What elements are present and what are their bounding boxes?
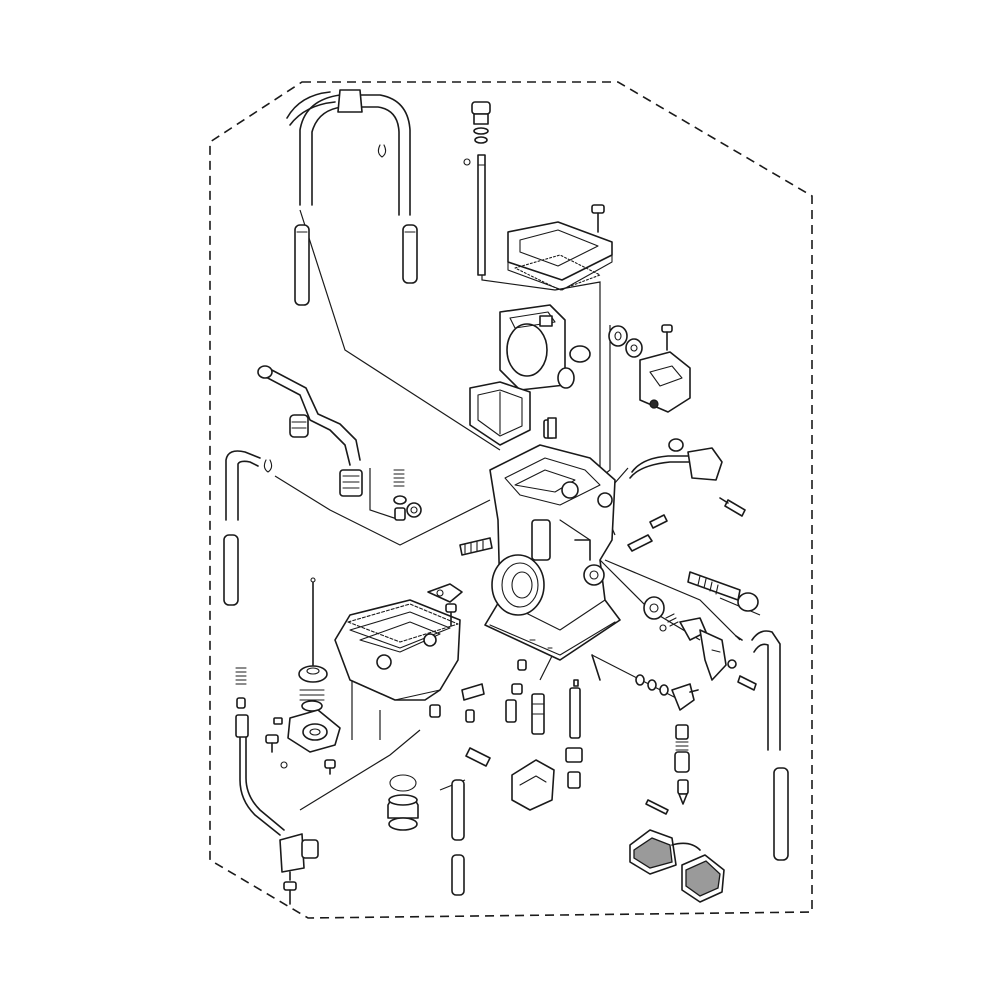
plate-screw <box>445 603 457 627</box>
throttle-roller <box>557 345 591 389</box>
hot-start-cable <box>629 455 691 479</box>
breather-hose-right <box>751 630 789 861</box>
top-cap-bolt <box>471 101 491 144</box>
drain-hose-center <box>451 779 465 896</box>
drain-fitting <box>671 683 699 711</box>
jet-needle <box>310 577 316 666</box>
needle-jet <box>505 659 527 723</box>
washer-pair-right <box>608 325 643 358</box>
vent-hose-segment-left <box>294 224 310 306</box>
body-screws-right <box>574 514 668 561</box>
vent-hose-loop-top <box>286 89 411 216</box>
idle-screw <box>459 537 493 556</box>
throttle-stop-screw <box>547 417 557 439</box>
spring-set-left <box>393 469 407 521</box>
pump-diaphragm <box>287 709 341 753</box>
main-jet <box>461 683 491 767</box>
cable-bolt <box>719 497 746 517</box>
float-bowl-gasket <box>347 603 459 643</box>
needle-retainer <box>298 665 328 683</box>
pump-spring <box>235 667 247 709</box>
top-cover-screw <box>591 204 605 233</box>
drain-plug-o-ring <box>389 774 417 792</box>
pulley-bracket <box>639 351 691 413</box>
pump-cover-screws <box>265 717 336 775</box>
rubber-boot-right <box>671 842 725 903</box>
carburetor-body <box>484 444 621 661</box>
dashed-boundary <box>209 81 813 919</box>
needle-valve <box>674 724 690 773</box>
hose-clip-left <box>263 459 273 473</box>
float-spring <box>299 689 325 712</box>
needle-valve-seat <box>677 779 689 805</box>
fuel-inlet-elbow <box>257 365 361 466</box>
overflow-hose-left <box>223 450 261 606</box>
top-cover-gasket <box>514 254 601 291</box>
top-cover <box>507 221 613 291</box>
fuel-inlet-filter <box>339 469 363 497</box>
throttle-valve-plate <box>499 304 566 391</box>
hot-start-plunger <box>687 571 759 612</box>
starter-jet <box>565 679 583 789</box>
float <box>511 759 555 811</box>
o-ring-left <box>406 502 422 518</box>
adjuster-rod <box>463 154 486 276</box>
float-bowl-plate <box>427 583 463 603</box>
float-bowl <box>334 599 461 718</box>
bracket-screw <box>661 324 673 351</box>
accelerator-pump-cover <box>643 596 707 641</box>
vent-hose-segment-right <box>402 224 418 284</box>
pump-lever <box>699 629 743 681</box>
lever-washer <box>727 659 757 691</box>
float-pin <box>645 799 669 815</box>
o-ring-set-right <box>635 674 669 696</box>
diaphragm-plate <box>469 381 531 446</box>
push-rod-cable <box>235 714 285 836</box>
hot-start-cap <box>668 438 723 481</box>
cable-bracket <box>279 833 319 881</box>
pilot-jet <box>531 693 545 735</box>
intake-bell <box>491 554 545 616</box>
rubber-boot-left <box>629 829 677 875</box>
drain-plug <box>387 794 419 831</box>
bracket-bolt <box>283 881 297 905</box>
drain-hose-right <box>591 654 601 681</box>
